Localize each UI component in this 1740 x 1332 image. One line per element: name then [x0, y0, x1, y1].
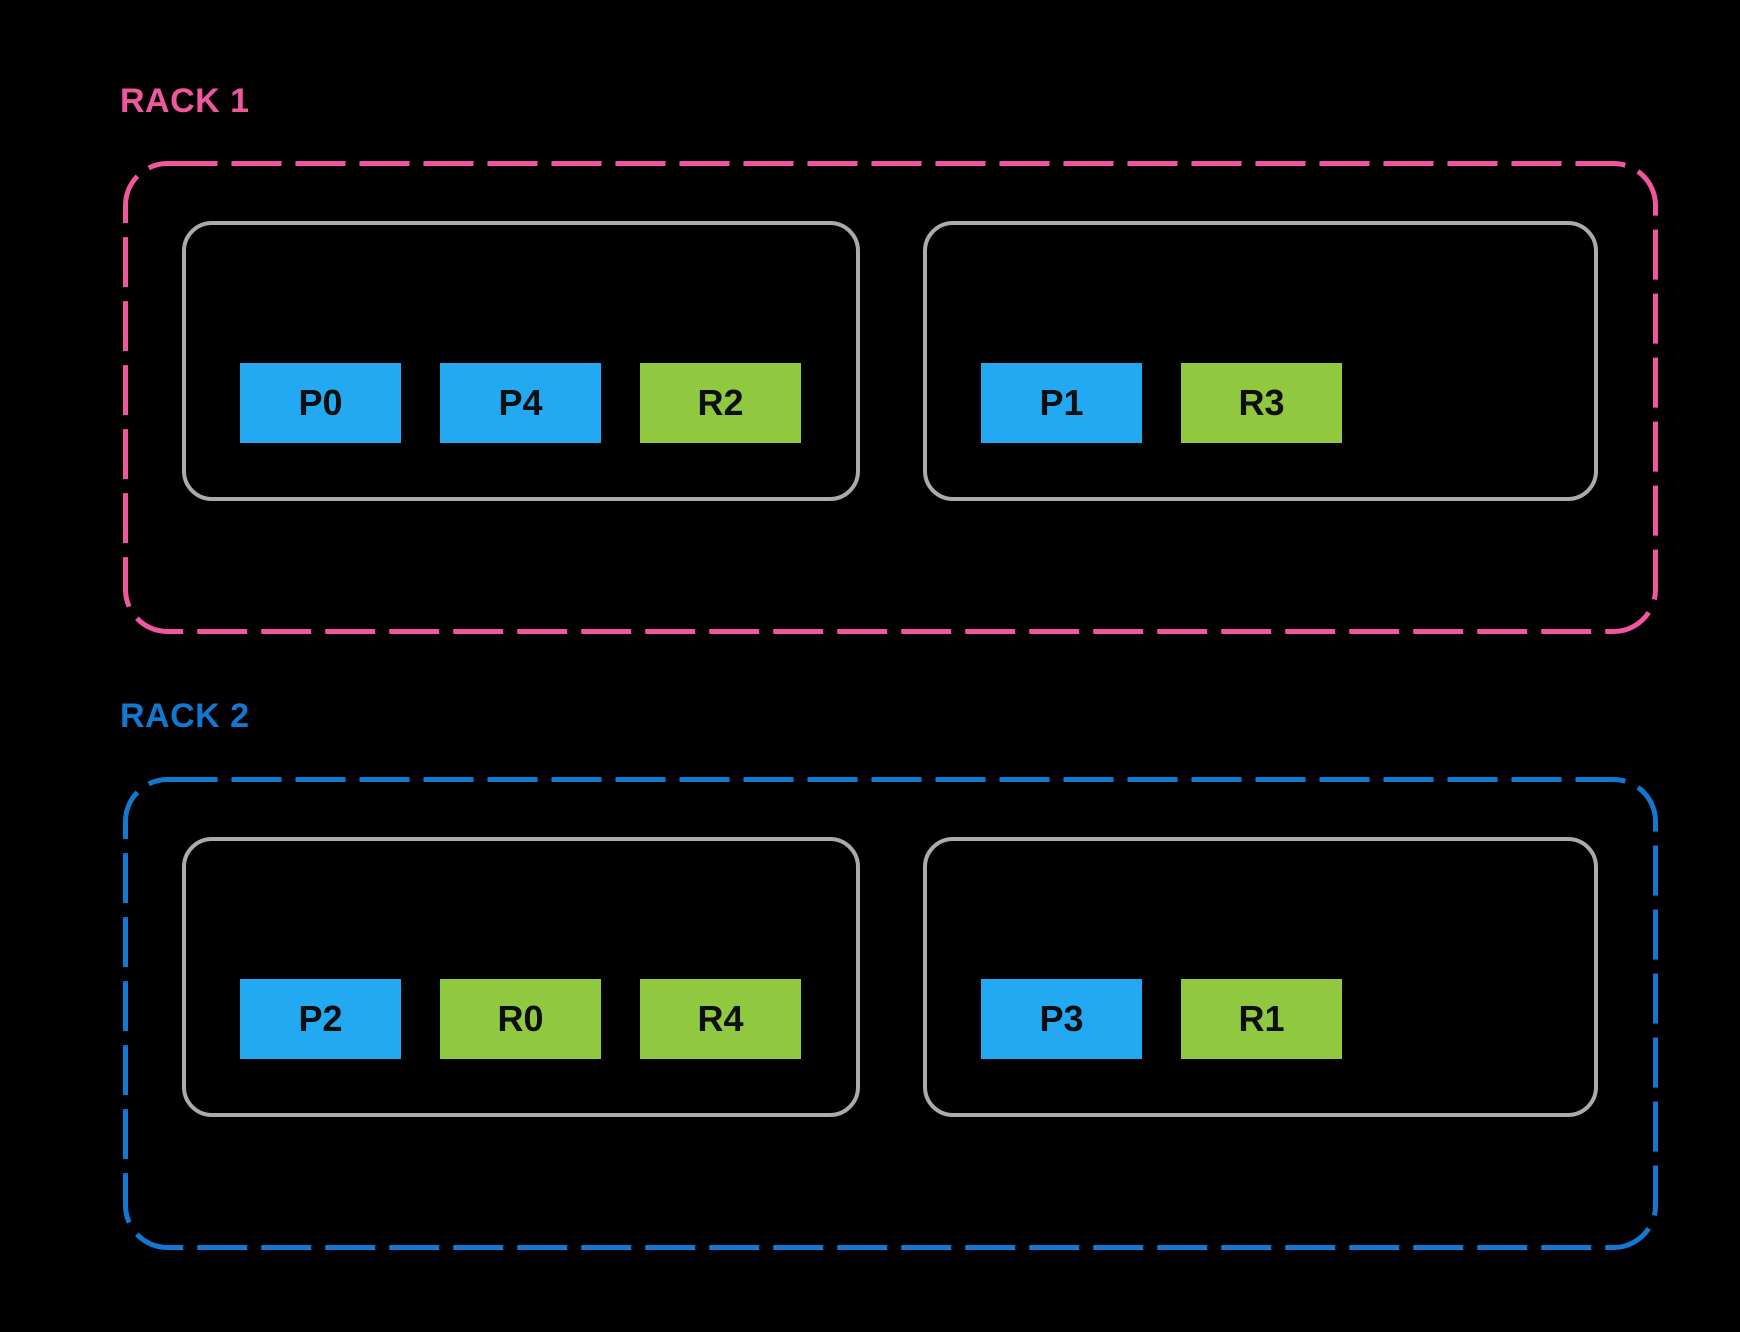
- chip-p3: P3: [981, 979, 1142, 1059]
- rack-2-label: RACK 2: [120, 697, 250, 735]
- rack-1-node-1-chips: P0 P4 R2: [240, 363, 801, 443]
- rack-1: P0 P4 R2 P1 R3: [123, 161, 1658, 634]
- rack-1-node-2: P1 R3: [923, 221, 1598, 501]
- rack-2-node-1-chips: P2 R0 R4: [240, 979, 801, 1059]
- rack-2-node-1: P2 R0 R4: [182, 837, 860, 1117]
- rack-1-node-1: P0 P4 R2: [182, 221, 860, 501]
- chip-r4: R4: [640, 979, 801, 1059]
- rack-1-node-2-chips: P1 R3: [981, 363, 1342, 443]
- rack-2-dashed-rect: [123, 777, 1658, 1250]
- chip-p1: P1: [981, 363, 1142, 443]
- chip-p4: P4: [440, 363, 601, 443]
- chip-r0: R0: [440, 979, 601, 1059]
- chip-p2: P2: [240, 979, 401, 1059]
- rack-2-node-2: P3 R1: [923, 837, 1598, 1117]
- chip-p0: P0: [240, 363, 401, 443]
- chip-r1: R1: [1181, 979, 1342, 1059]
- rack-1-dashed-border: [123, 161, 1658, 634]
- rack-1-label: RACK 1: [120, 82, 250, 120]
- rack-2: P2 R0 R4 P3 R1: [123, 777, 1658, 1250]
- rack-1-dashed-rect: [123, 161, 1658, 634]
- chip-r3: R3: [1181, 363, 1342, 443]
- rack-2-dashed-border: [123, 777, 1658, 1250]
- rack-2-node-2-chips: P3 R1: [981, 979, 1342, 1059]
- chip-r2: R2: [640, 363, 801, 443]
